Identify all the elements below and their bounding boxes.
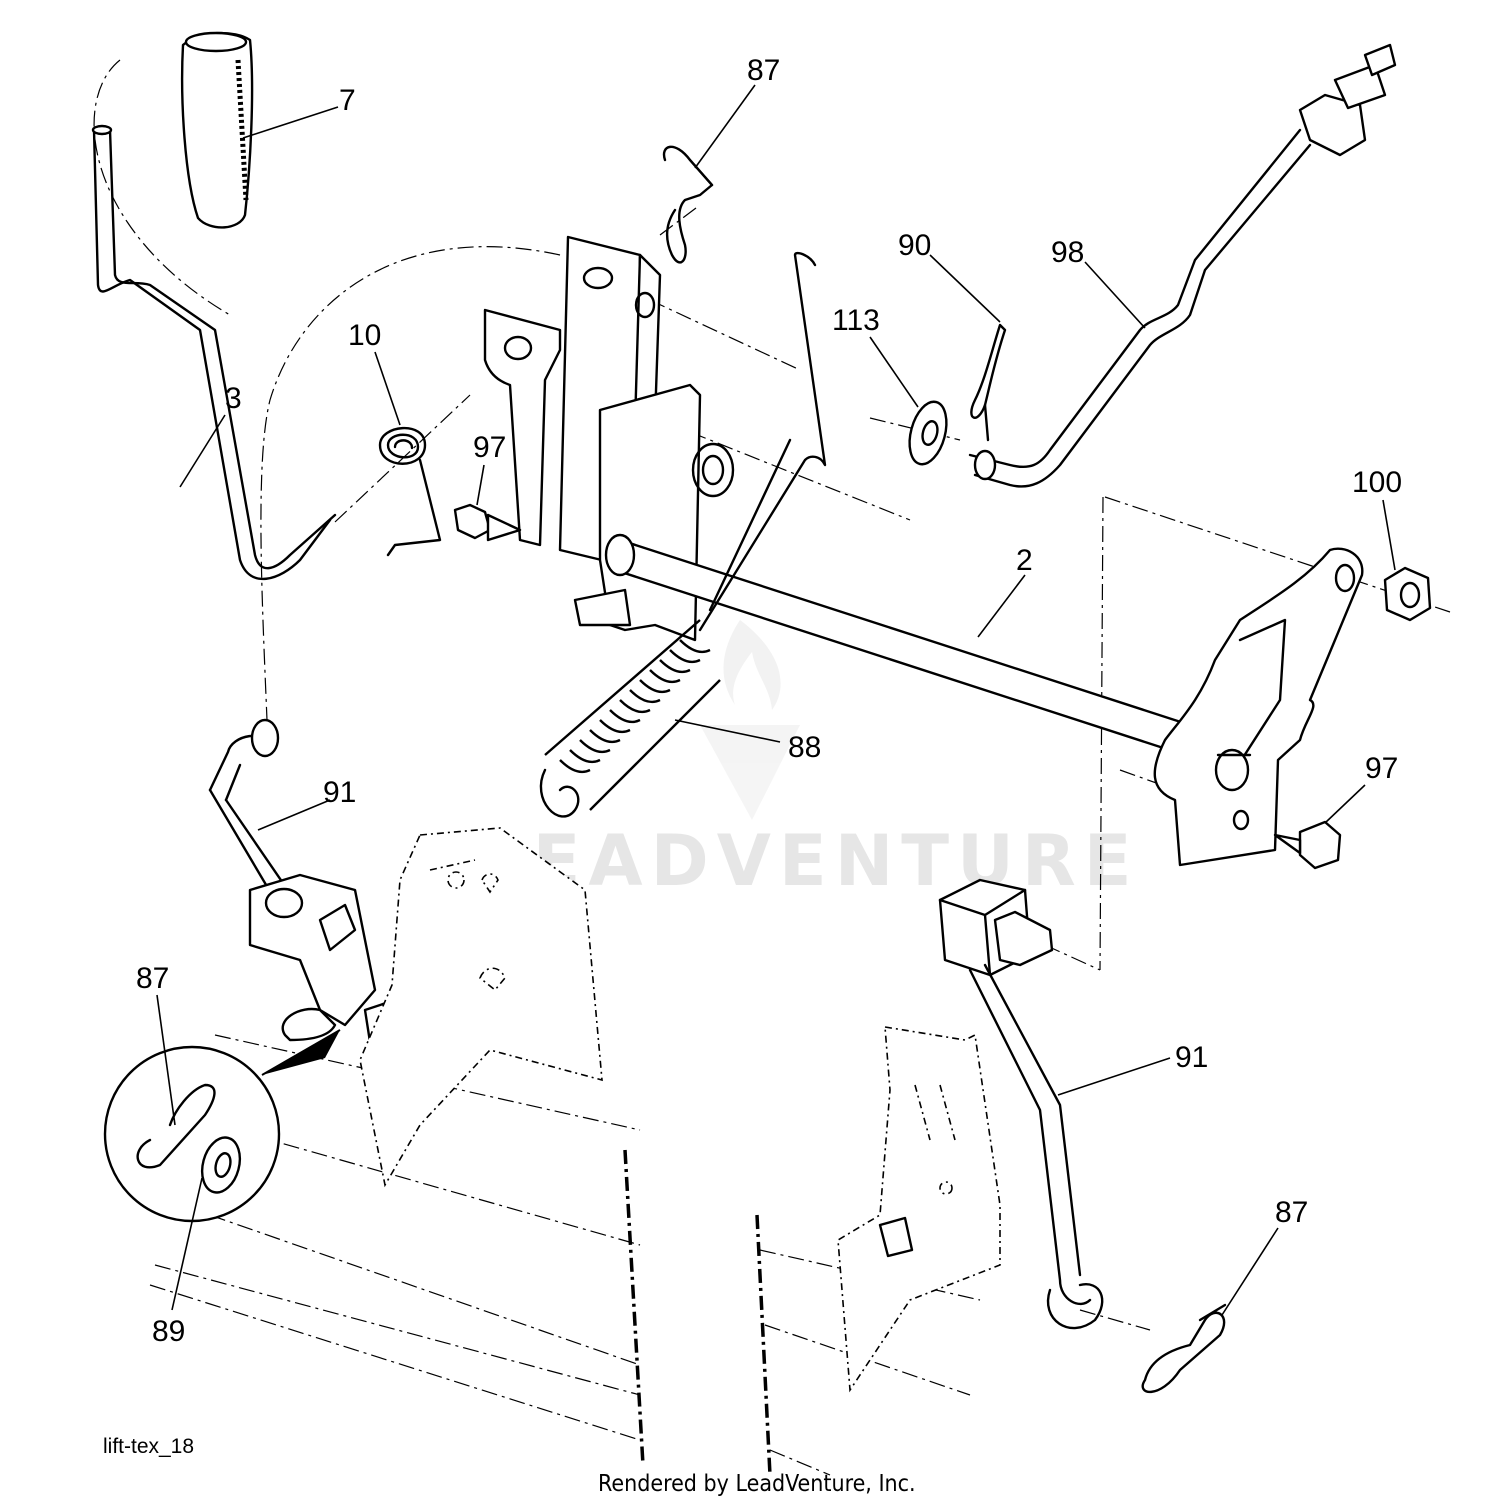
callout-87-top: 87 bbox=[747, 54, 780, 87]
torsion-spring bbox=[378, 426, 442, 557]
extension-spring bbox=[539, 251, 827, 818]
hairpin-clip-small bbox=[970, 323, 1007, 442]
callout-97-upper: 97 bbox=[473, 431, 506, 464]
leader-lines bbox=[156, 84, 1396, 1316]
callout-113: 113 bbox=[832, 304, 880, 337]
callout-98: 98 bbox=[1051, 236, 1084, 269]
lift-arm-right bbox=[938, 878, 1104, 1330]
hairpin-clip-arm bbox=[281, 1007, 337, 1042]
callout-100: 100 bbox=[1352, 466, 1402, 499]
callout-3: 3 bbox=[225, 382, 242, 415]
callout-90: 90 bbox=[898, 229, 931, 262]
detail-inset bbox=[103, 1029, 341, 1223]
callout-88: 88 bbox=[788, 731, 821, 764]
lift-shaft bbox=[604, 533, 1200, 758]
hex-nut bbox=[1383, 566, 1432, 622]
lift-link-rod bbox=[968, 43, 1397, 488]
callout-91-right: 91 bbox=[1175, 1041, 1208, 1074]
callout-2: 2 bbox=[1016, 544, 1033, 577]
callout-97-lower: 97 bbox=[1365, 752, 1398, 785]
callout-labels: 7 87 90 98 113 10 3 97 100 2 88 97 91 87… bbox=[136, 54, 1402, 1348]
lift-bracket bbox=[483, 235, 735, 642]
lift-lever bbox=[91, 124, 337, 580]
assembly-lines bbox=[93, 59, 1451, 1476]
bolt bbox=[453, 503, 522, 542]
lift-arm-left bbox=[208, 718, 412, 1044]
washer bbox=[908, 400, 948, 466]
callout-7: 7 bbox=[339, 84, 356, 117]
hairpin-clip-bottom bbox=[1141, 1303, 1227, 1394]
side-plate-right bbox=[1153, 547, 1364, 867]
callout-89: 89 bbox=[152, 1315, 185, 1348]
hairpin-clip-top bbox=[662, 145, 714, 264]
callout-87-inset: 87 bbox=[136, 962, 169, 995]
drawing-id: lift-tex_18 bbox=[103, 1435, 194, 1458]
bolt-right bbox=[1273, 820, 1342, 870]
watermark-logo bbox=[700, 620, 800, 820]
callout-87-bottom: 87 bbox=[1275, 1196, 1308, 1229]
callout-91-left: 91 bbox=[323, 776, 356, 809]
callout-10: 10 bbox=[348, 319, 381, 352]
side-plate-lower-right bbox=[837, 1026, 1001, 1393]
render-credit: Rendered by LeadVenture, Inc. bbox=[598, 1471, 916, 1497]
handle-grip bbox=[180, 31, 254, 229]
side-plate-left bbox=[359, 827, 603, 1188]
